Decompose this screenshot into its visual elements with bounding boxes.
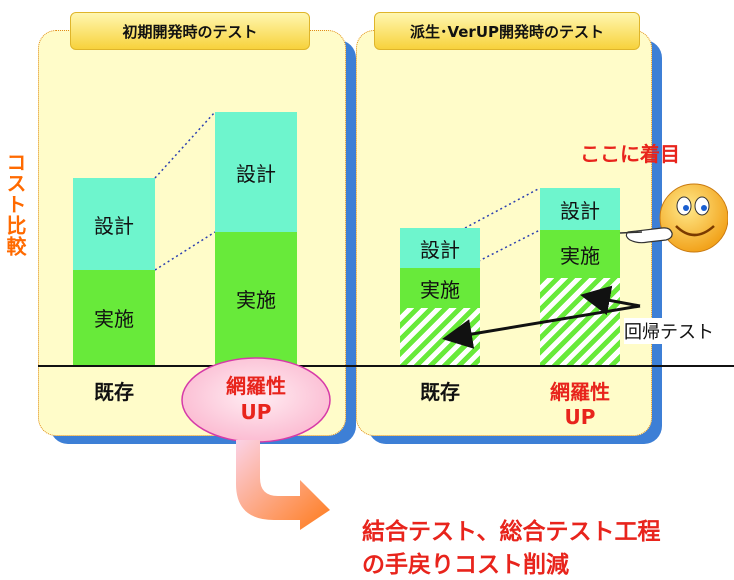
right-panel-title: 派生･VerUP開発時のテスト xyxy=(374,12,640,50)
baseline xyxy=(38,365,734,367)
result-curved-arrow xyxy=(236,440,330,530)
pointing-smiley-icon xyxy=(619,183,728,253)
right-coverage-impl-bar: 実施 xyxy=(540,230,620,278)
right-coverage-design-bar: 設計 xyxy=(540,188,620,230)
right-existing-design-bar: 設計 xyxy=(400,228,480,268)
focus-label: ここに着目 xyxy=(580,142,680,166)
left-coverage-impl-bar: 実施 xyxy=(215,232,297,365)
left-coverage-design-bar: 設計 xyxy=(215,112,297,232)
result-text-line2: の手戻りコスト削減 xyxy=(362,552,569,578)
right-existing-label: 既存 xyxy=(420,380,460,404)
cost-comparison-label: コスト比較 xyxy=(3,152,27,257)
left-coverage-label-line1: 網羅性 xyxy=(226,374,286,398)
result-text-line1: 結合テスト、総合テスト工程 xyxy=(362,519,661,545)
left-existing-impl-bar: 実施 xyxy=(73,270,155,365)
right-existing-impl-bar: 実施 xyxy=(400,268,480,310)
left-existing-label: 既存 xyxy=(94,380,134,404)
right-coverage-label-line2: UP xyxy=(564,405,596,429)
left-panel-title: 初期開発時のテスト xyxy=(70,12,310,50)
left-coverage-label-line2: UP xyxy=(240,400,272,424)
right-coverage-label-line1: 網羅性 xyxy=(550,380,610,404)
left-existing-design-bar: 設計 xyxy=(73,178,155,270)
regression-test-label: 回帰テスト xyxy=(624,318,714,344)
